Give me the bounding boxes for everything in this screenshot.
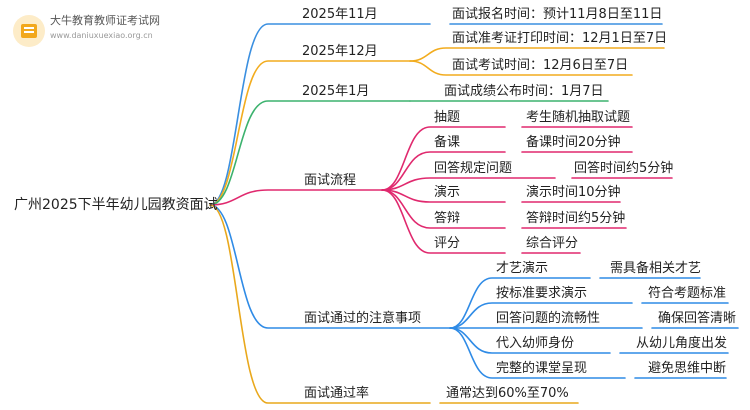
leaf-registration-time: 面试报名时间：预计11月8日至11日 [452,7,663,22]
connector-root-b3 [209,189,383,206]
leaf-admission-ticket-time: 面试准考证打印时间：12月1日至7日 [452,31,668,46]
connector-b1-leaf1 [409,60,633,76]
connector-b4-c0 [449,277,591,329]
process-step-detail: 演示时间10分钟 [526,185,621,200]
tip-detail: 确保回答清晰 [658,311,737,326]
connector-b3-c0 [381,126,506,191]
branch-interview-tips: 面试通过的注意事项 [304,311,422,326]
logo-icon [13,15,45,47]
branch-pass-rate: 面试通过率 [304,386,370,401]
branch-2025-jan: 2025年1月 [302,84,370,99]
leaf-pass-rate-value: 通常达到60%至70% [446,386,569,401]
tip-detail: 从幼儿角度出发 [636,336,728,351]
connector-b4-c1 [449,302,633,329]
process-step-label: 回答规定问题 [434,161,513,176]
leaf-results-time: 面试成绩公布时间：1月7日 [444,84,604,99]
process-step-detail: 答辩时间约5分钟 [526,211,626,226]
tip-detail: 避免思维中断 [648,361,727,376]
connector-root-b1 [209,60,411,206]
tip-label: 按标准要求演示 [496,286,588,301]
process-step-label: 答辩 [434,211,461,226]
tip-label: 代入幼师身份 [496,336,575,351]
process-step-detail: 考生随机抽取试题 [526,110,631,125]
process-step-detail: 综合评分 [526,236,579,251]
tip-detail: 符合考题标准 [648,286,727,301]
branch-2025-dec: 2025年12月 [302,44,378,59]
process-step-label: 评分 [434,236,461,251]
connector-root-b2 [209,100,411,206]
connector-b3-c1 [381,151,506,191]
connector-b1-leaf0 [409,47,665,62]
connector-b4-c4 [449,327,626,379]
tip-label: 完整的课堂呈现 [496,361,588,376]
leaf-exam-time: 面试考试时间：12月6日至7日 [452,58,629,73]
process-step-label: 抽题 [434,110,461,125]
tip-detail: 需具备相关才艺 [610,261,702,276]
connector-root-b0 [209,23,431,206]
branch-interview-process: 面试流程 [304,173,357,188]
connector-root-b4 [209,204,451,329]
root-topic: 广州2025下半年幼儿园教资面试 [14,197,218,213]
tip-label: 回答问题的流畅性 [496,311,601,326]
process-step-detail: 备课时间20分钟 [526,135,621,150]
process-step-label: 演示 [434,185,461,200]
process-step-detail: 回答时间约5分钟 [574,161,674,176]
logo-name: 大牛教育教师证考试网 [50,14,160,27]
process-step-label: 备课 [434,135,461,150]
connector-root-b5 [209,204,431,404]
tip-label: 才艺演示 [496,261,549,276]
connector-b3-c5 [381,189,506,254]
branch-2025-nov: 2025年11月 [302,7,378,22]
logo-url: www.daniuxuexiao.org.cn [50,31,153,40]
